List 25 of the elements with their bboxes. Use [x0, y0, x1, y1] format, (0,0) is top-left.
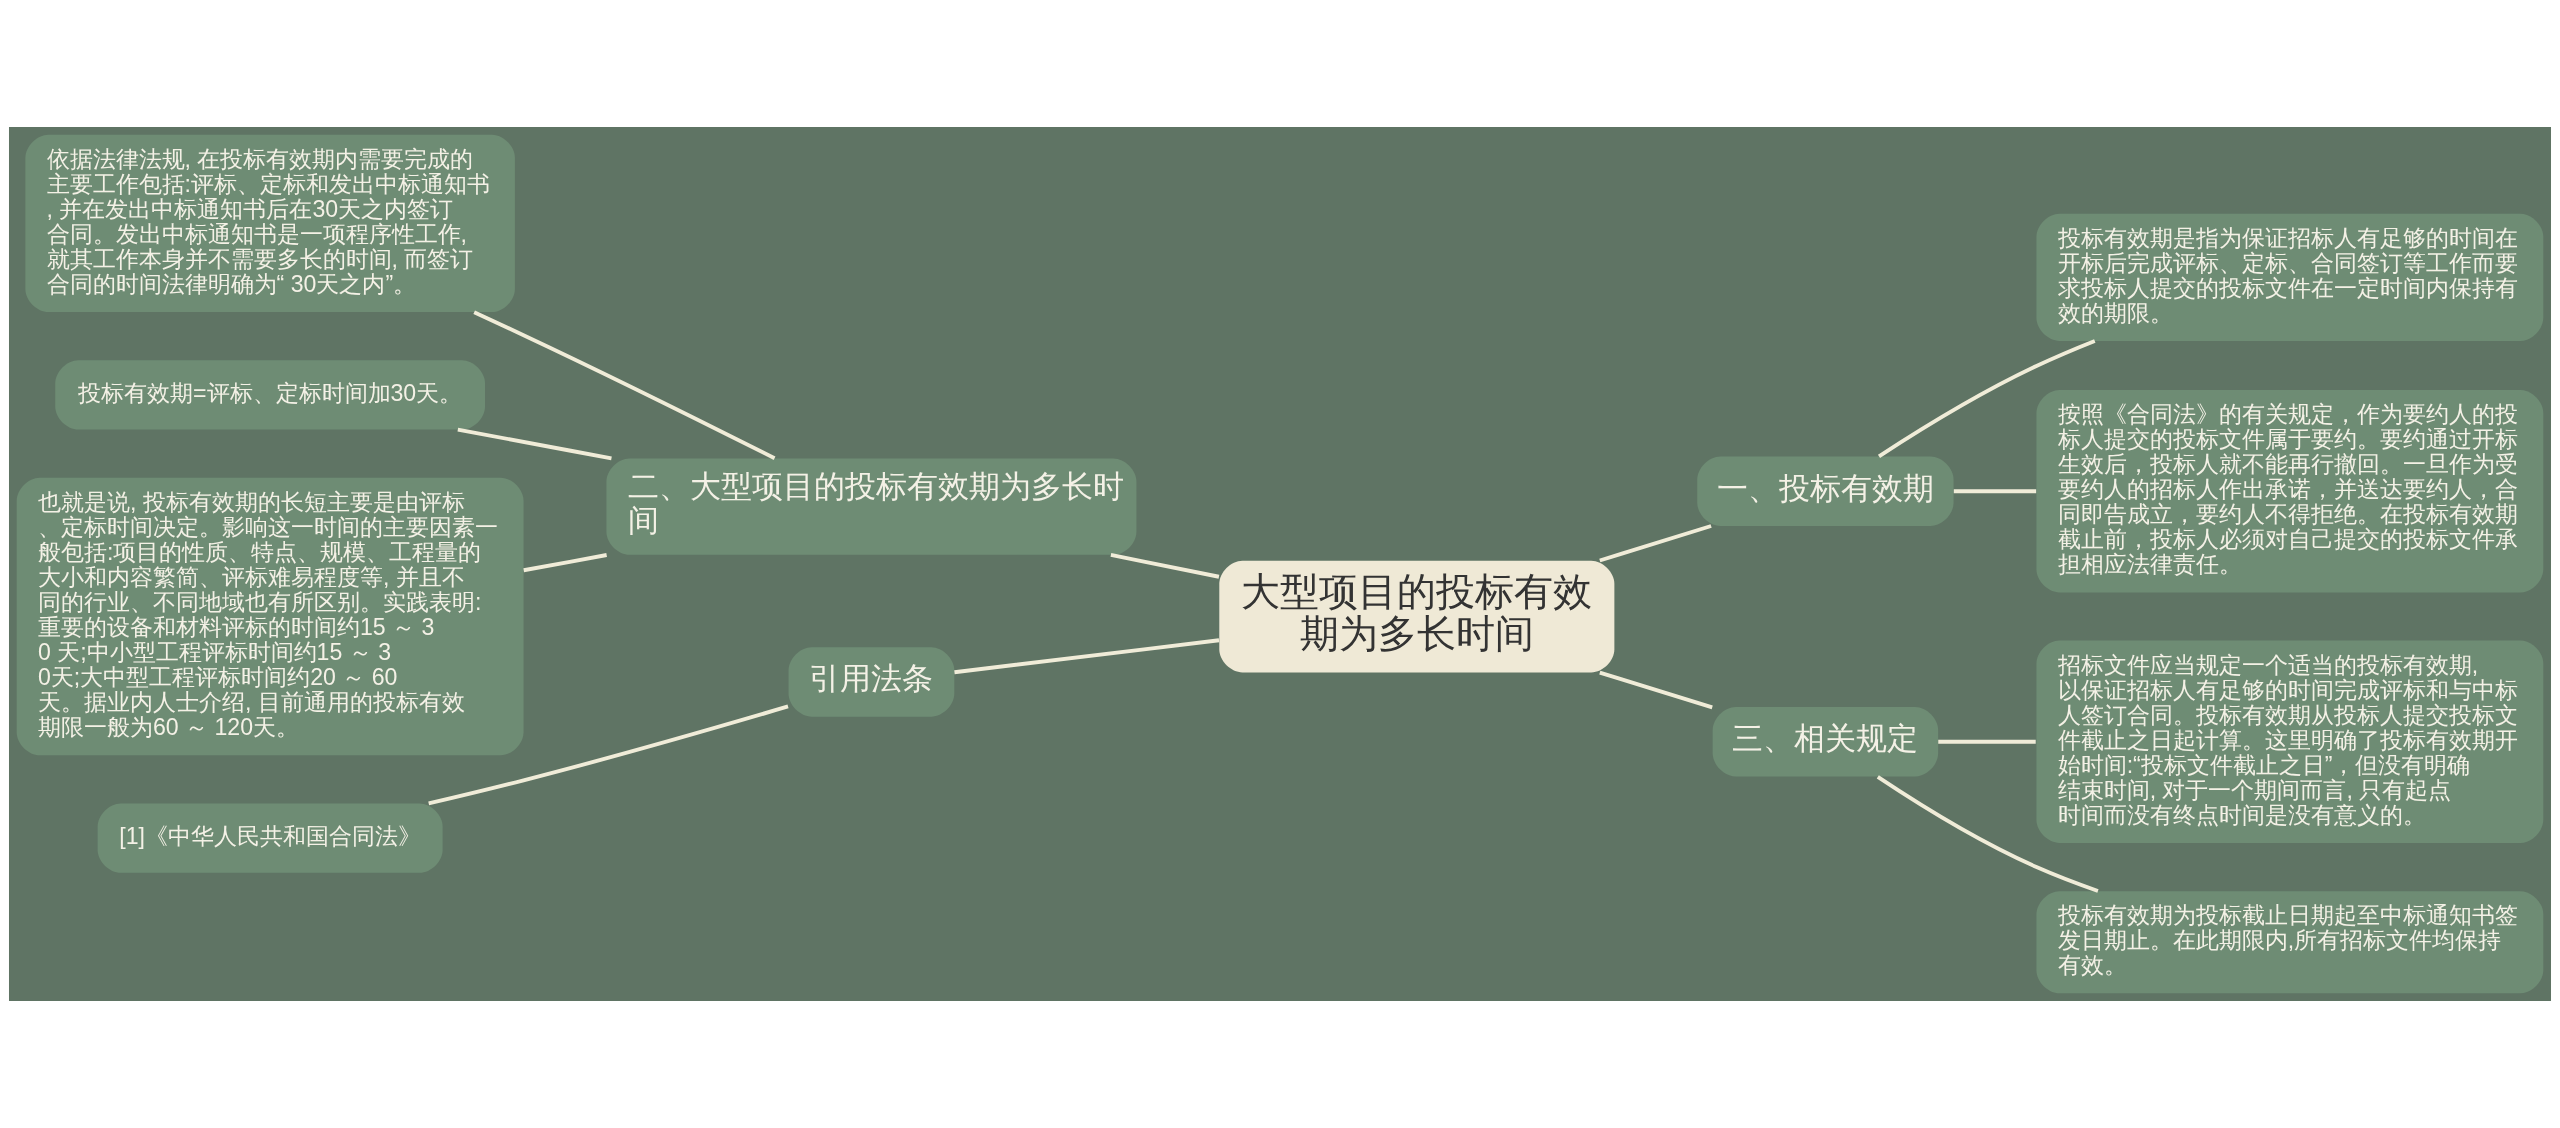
node-box: [1]《中华人民共和国合同法》 [97, 803, 443, 873]
node-box: 引用法条 [788, 647, 955, 717]
node-box: 投标有效期=评标、定标时间加30天。 [55, 360, 485, 430]
connector [954, 638, 1220, 675]
connector [1110, 552, 1220, 579]
connector [473, 310, 776, 460]
connector [1953, 489, 2037, 494]
node-box: 也就是说, 投标有效期的长短主要是由评标、定标时间决定。影响这一时间的主要因素一般包括:项目的性质、特点、规模、工程量的大小和内容繁简、评标难易程度等, 并且不同的行业、不同地域也有所区别。实践表明:重要的设备和材料评标的时间约15 ～ 30 天;中小型工程评标时间约15 ～ 30天;大中型工程评标时间约20 ～ 60天。据业内人士介绍, 目前通用的投标有效期限一般为60 ～ 120天。 [16, 477, 524, 756]
node-box: 投标有效期是指为保证招标人有足够的时间在开标后完成评标、定标、合同签订等工作而要求投标人提交的投标文件在一定时间内保持有效的期限。 [2036, 213, 2544, 341]
node-box: 招标文件应当规定一个适当的投标有效期, 以保证招标人有足够的时间完成评标和与中标人签订合同。投标有效期从投标人提交投标文件截止之日起计算。这里明确了投标有效期开始时间:“投标文件截止之日”，但没有明确结束时间, 对于一个期间而言, 只有起点时间而没有终点时间是没有意义的。 [2036, 640, 2544, 843]
connector [1938, 739, 2036, 744]
connector [1599, 670, 1713, 710]
node-box: 二、大型项目的投标有效期为多长时间 [606, 458, 1137, 555]
node-box: 依据法律法规, 在投标有效期内需要完成的主要工作包括:评标、定标和发出中标通知书, 并在发出中标通知书后在30天之内签订合同。发出中标通知书是一项程序性工作, 就其工作本身并不需要多长的时间, 而签订合同的时间法律明确为“ 30天之内”。 [25, 134, 515, 312]
node-box: 三、相关规定 [1712, 707, 1939, 777]
connector [1876, 775, 2099, 893]
connector [457, 427, 612, 461]
connector [1877, 339, 2096, 458]
connector [1599, 524, 1712, 563]
node-box: 大型项目的投标有效期为多长时间 [1219, 560, 1615, 673]
connector [428, 704, 789, 806]
node-box: 按照《合同法》的有关规定，作为要约人的投标人提交的投标文件属于要约。要约通过开标生效后，投标人就不能再行撤回。一旦作为受要约人的招标人作出承诺，并送达要约人，合同即告成立，要约人不得拒绝。在投标有效期截止前，投标人必须对自己提交的投标文件承担相应法律责任。 [2036, 390, 2544, 593]
node-box: 投标有效期为投标截止日期起至中标通知书签发日期止。在此期限内,所有招标文件均保持有效。 [2036, 891, 2544, 994]
node-box: 一、投标有效期 [1697, 456, 1954, 526]
connector [523, 553, 607, 573]
